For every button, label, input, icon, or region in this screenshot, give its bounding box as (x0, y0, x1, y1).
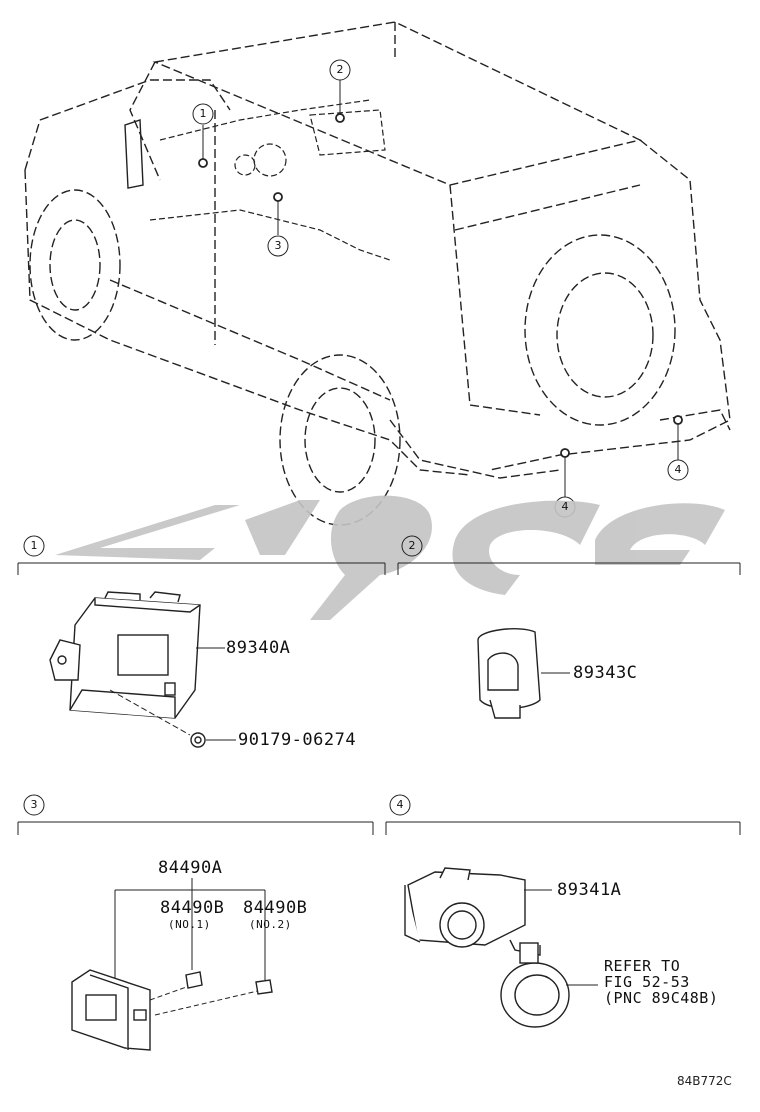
section-2-marker: 2 (408, 539, 416, 552)
sensor-89341a-drawing (404, 867, 570, 1028)
section-1-marker: 1 (30, 539, 38, 552)
part-locators (198, 113, 683, 458)
callout-4a: 4 (561, 500, 569, 513)
switch-89343c-drawing (477, 628, 541, 719)
drawing-code: 84B772C (677, 1074, 732, 1088)
section-frames (17, 535, 741, 835)
section-3-marker: 3 (30, 798, 38, 811)
part-number-89340a[interactable]: 89340A (226, 638, 291, 658)
ecu-89340a-drawing (49, 591, 201, 719)
leader-84490 (114, 878, 266, 1016)
interior-outline (149, 99, 391, 261)
variant-no1: (NO.1) (168, 918, 211, 931)
part-number-89343c[interactable]: 89343C (573, 663, 638, 683)
vehicle-outline (24, 21, 731, 526)
callout-1: 1 (199, 107, 207, 120)
part-number-90179-06274[interactable]: 90179-06274 (238, 730, 357, 750)
refer-note: REFER TO FIG 52-53 (PNC 89C48B) (604, 957, 719, 1007)
switch-84490a-drawing (71, 969, 273, 1051)
part-number-84490a[interactable]: 84490A (158, 858, 223, 878)
variant-no2: (NO.2) (249, 918, 292, 931)
section-4-marker: 4 (396, 798, 404, 811)
part-number-84490b-no2[interactable]: 84490B (243, 898, 308, 918)
part-number-89341a[interactable]: 89341A (557, 880, 622, 900)
part-number-84490b-no1[interactable]: 84490B (160, 898, 225, 918)
nut-90179-drawing (190, 732, 206, 748)
callout-3: 3 (274, 239, 282, 252)
callout-2: 2 (336, 63, 344, 76)
callout-leaders (202, 80, 679, 497)
watermark-logo (55, 495, 725, 620)
callout-4b: 4 (674, 463, 682, 476)
